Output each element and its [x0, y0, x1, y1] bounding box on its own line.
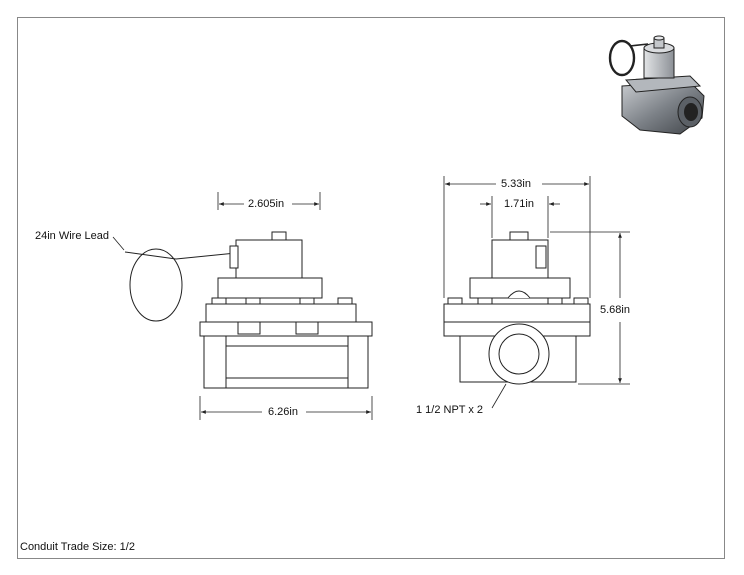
dim-label-overall-height: 5.68in	[599, 304, 631, 316]
front-coil	[235, 239, 303, 279]
footer-conduit-size: Conduit Trade Size: 1/2	[20, 541, 135, 553]
dim-label-overall-length: 6.26in	[267, 406, 299, 418]
side-port-inner	[498, 333, 540, 375]
sheet-border	[17, 17, 725, 559]
dim-label-solenoid-width: 2.605in	[247, 198, 286, 210]
valve-side-view	[443, 231, 591, 385]
valve-isometric-render	[608, 35, 705, 135]
dim-label-overall-width: 5.33in	[500, 178, 532, 190]
port-leader	[491, 383, 507, 409]
wire-lead-leader	[112, 236, 125, 251]
dim-overall-length	[199, 396, 373, 420]
dim-label-top-width: 1.71in	[503, 198, 535, 210]
valve-front-view	[124, 231, 373, 389]
dim-solenoid-width	[217, 192, 321, 210]
callout-ports: 1 1/2 NPT x 2	[416, 404, 484, 416]
callout-wire-lead: 24in Wire Lead	[35, 230, 109, 242]
dim-overall-width	[443, 176, 591, 298]
dim-top-width	[480, 196, 560, 238]
wire-lead-coil	[129, 248, 183, 322]
dim-overall-height	[550, 231, 630, 385]
